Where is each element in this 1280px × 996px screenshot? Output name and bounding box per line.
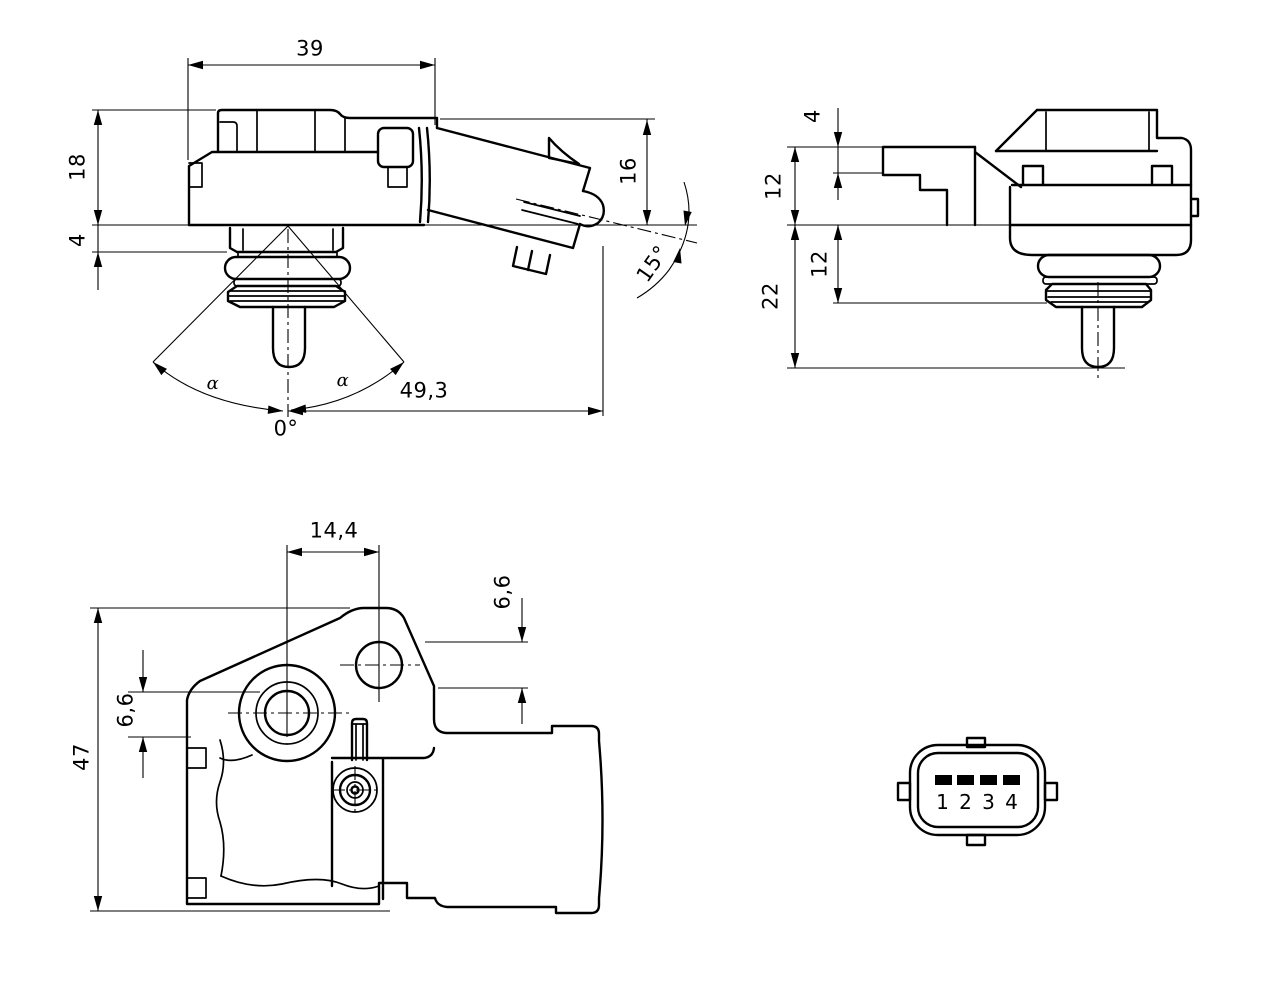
front-view-line-art: [152, 108, 606, 417]
connector-face-line-art: [896, 736, 1059, 847]
pin-4-label: 4: [1005, 790, 1019, 814]
dim-alpha-left: α: [206, 373, 220, 394]
top-view-line-art: [185, 606, 604, 915]
side-view-line-art: [881, 108, 1200, 378]
dim-alpha-right: α: [336, 370, 350, 391]
dim-overall-width: 39: [296, 36, 324, 61]
top-view-dimensions: [90, 545, 528, 912]
pin-1-label: 1: [936, 790, 950, 814]
pin-3-contact: [980, 775, 997, 785]
pin-3-label: 3: [982, 790, 996, 814]
dim-hole-spacing: 14,4: [309, 518, 359, 543]
pin-4-contact: [1003, 775, 1020, 785]
dim-tip-reach: 49,3: [399, 378, 449, 403]
side-view-dimensions: [787, 108, 1125, 369]
dim-bracket-thickness: 4: [800, 109, 825, 123]
dim-connector-height: 16: [616, 157, 641, 185]
front-view-dimensions: [92, 58, 698, 416]
dim-lower-height: 12: [807, 250, 832, 278]
dim-hole-diameter-left: 6,6: [113, 692, 138, 728]
pin-1-contact: [935, 775, 952, 785]
pin-2-label: 2: [959, 790, 973, 814]
dim-upper-height: 12: [761, 172, 786, 200]
dim-body-height: 18: [65, 153, 90, 181]
pin-2-contact: [957, 775, 974, 785]
dim-zero-angle: 0°: [273, 416, 299, 441]
dim-overall-height: 47: [69, 743, 94, 771]
dim-hole-diameter-right: 6,6: [490, 574, 515, 610]
dim-total-depth: 22: [758, 282, 783, 310]
dim-flange-height: 4: [65, 233, 90, 247]
